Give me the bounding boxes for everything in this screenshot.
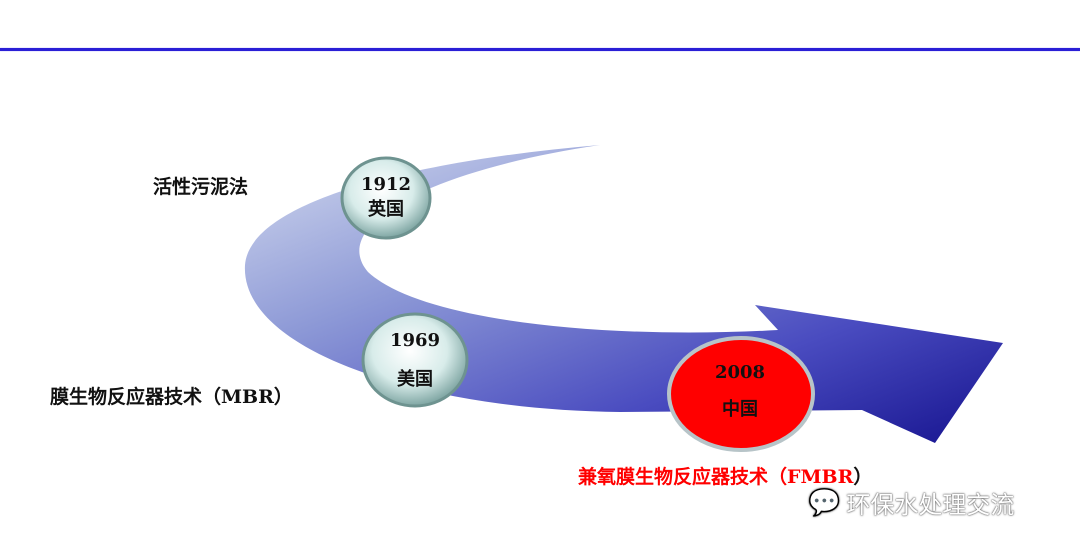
label-fmbr: 兼氧膜生物反应器技术（FMBR） <box>578 462 872 489</box>
watermark: 💬 环保水处理交流 <box>808 485 1014 520</box>
label-mbr: 膜生物反应器技术（MBR） <box>50 386 293 408</box>
milestone-year: 1912 <box>360 174 412 195</box>
milestone-1912: 1912 英国 <box>346 174 426 221</box>
milestone-country: 美国 <box>397 369 433 390</box>
header-rule <box>0 48 1080 51</box>
wechat-icon: 💬 <box>808 487 841 518</box>
milestone-country: 中国 <box>722 399 758 420</box>
milestone-circle-1912 <box>340 156 432 240</box>
label-fmbr-text: 兼氧膜生物反应器技术（FMBR <box>578 466 854 488</box>
milestone-circle-2008 <box>667 336 815 452</box>
milestone-year: 2008 <box>714 362 766 383</box>
label-fmbr-close: ） <box>853 466 873 488</box>
milestone-circle-1969 <box>361 312 469 408</box>
milestone-country: 英国 <box>368 199 404 220</box>
milestone-1969: 1969 美国 <box>365 330 465 391</box>
milestone-year: 1969 <box>389 330 441 351</box>
watermark-text: 环保水处理交流 <box>846 491 1015 519</box>
milestone-2008: 2008 中国 <box>690 362 790 421</box>
label-activated-sludge: 活性污泥法 <box>153 176 249 198</box>
